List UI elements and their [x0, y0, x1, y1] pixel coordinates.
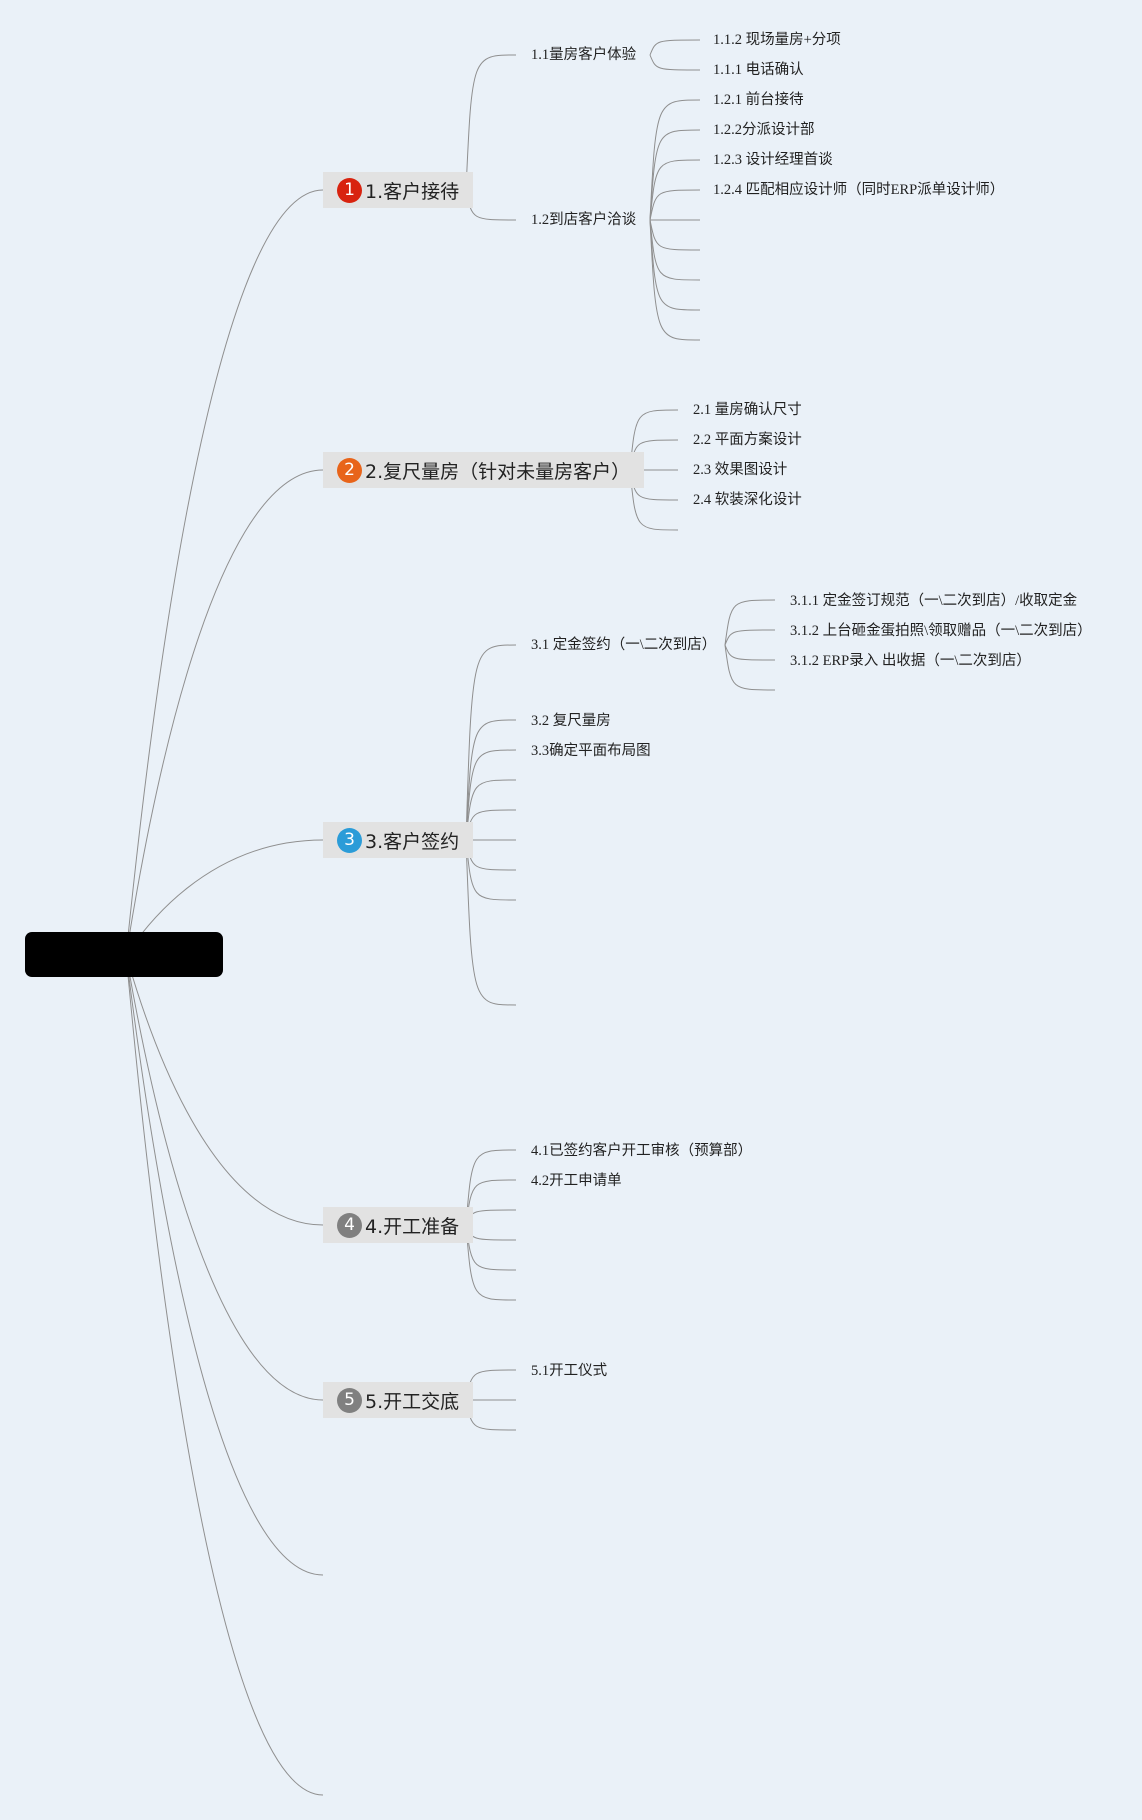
- node-1-1[interactable]: 1.1量房客户体验: [531, 47, 637, 63]
- node-3-1-1[interactable]: 3.1.1 定金签订规范（一\二次到店）/收取定金: [790, 593, 1078, 609]
- branch-connector: [649, 54, 701, 71]
- main-node-customer-reception[interactable]: 1 1.客户接待: [323, 172, 474, 208]
- node-2-4[interactable]: 2.4 软装深化设计: [693, 492, 802, 508]
- root-connector: [125, 469, 324, 956]
- node-2-3[interactable]: 2.3 效果图设计: [693, 462, 788, 478]
- main-node-label: 5.开工交底: [365, 1390, 460, 1413]
- branch-connector: [649, 219, 701, 341]
- main-node-label: 2.复尺量房（针对未量房客户）: [365, 460, 631, 483]
- node-3-1-2-erp[interactable]: 3.1.2 ERP录入 出收据（一\二次到店）: [790, 653, 1031, 669]
- node-3-2[interactable]: 3.2 复尺量房: [531, 713, 611, 729]
- node-1-1-2[interactable]: 1.1.2 现场量房+分项: [713, 32, 841, 48]
- branch-connector: [465, 1369, 517, 1401]
- node-1-2-3[interactable]: 1.2.3 设计经理首谈: [713, 152, 833, 168]
- number-badge-icon: 1: [337, 177, 362, 203]
- branch-connector: [465, 1149, 517, 1226]
- main-node-label: 4.开工准备: [365, 1215, 460, 1238]
- number-badge-icon: 3: [337, 827, 362, 853]
- branch-connector: [649, 99, 701, 221]
- branch-connector: [465, 719, 517, 841]
- main-node-label: 1.客户接待: [365, 180, 460, 203]
- root-connector: [125, 954, 324, 1401]
- branch-connector: [465, 1179, 517, 1226]
- branch-connector: [465, 1224, 517, 1271]
- branch-connector: [649, 189, 701, 221]
- main-node-contract-signing[interactable]: 3 3.客户签约: [323, 822, 474, 858]
- node-4-1[interactable]: 4.1已签约客户开工审核（预算部）: [531, 1143, 753, 1159]
- number-badge-icon: 5: [337, 1387, 362, 1413]
- branch-connector: [465, 1399, 517, 1431]
- main-node-construction-prep[interactable]: 4 4.开工准备: [323, 1207, 474, 1243]
- branch-connector: [465, 189, 517, 221]
- node-1-2[interactable]: 1.2到店客户洽谈: [531, 212, 637, 228]
- branch-connector: [465, 1224, 517, 1241]
- node-3-1[interactable]: 3.1 定金签约（一\二次到店）: [531, 637, 717, 653]
- branch-connector: [465, 1224, 517, 1301]
- root-connector: [125, 954, 324, 1576]
- branch-connector: [465, 839, 517, 871]
- number-badge-icon: 4: [337, 1212, 362, 1238]
- branch-connector: [649, 219, 701, 251]
- node-2-2[interactable]: 2.2 平面方案设计: [693, 432, 802, 448]
- main-node-construction-handover[interactable]: 5 5.开工交底: [323, 1382, 474, 1418]
- node-1-1-1[interactable]: 1.1.1 电话确认: [713, 62, 804, 78]
- node-2-1[interactable]: 2.1 量房确认尺寸: [693, 402, 802, 418]
- node-3-3[interactable]: 3.3确定平面布局图: [531, 743, 651, 759]
- branch-connector: [465, 54, 517, 191]
- branch-connector: [465, 749, 517, 841]
- branch-connector: [724, 629, 776, 646]
- number-badge-icon: 2: [337, 457, 362, 483]
- branch-connector: [649, 39, 701, 56]
- node-3-1-2-egg[interactable]: 3.1.2 上台砸金蛋拍照\领取赠品（一\二次到店）: [790, 623, 1092, 639]
- branch-connector: [465, 839, 517, 1006]
- node-5-1[interactable]: 5.1开工仪式: [531, 1363, 608, 1379]
- branch-connector: [649, 129, 701, 221]
- root-connector: [125, 954, 324, 1796]
- node-1-2-4[interactable]: 1.2.4 匹配相应设计师（同时ERP派单设计师）: [713, 182, 1005, 198]
- root-connector: [125, 189, 324, 956]
- branch-connector: [724, 599, 776, 646]
- branch-connector: [465, 644, 517, 841]
- branch-connector: [465, 1209, 517, 1226]
- main-node-remeasure[interactable]: 2 2.复尺量房（针对未量房客户）: [323, 452, 645, 488]
- branch-connector: [649, 219, 701, 281]
- node-1-2-2[interactable]: 1.2.2分派设计部: [713, 122, 815, 138]
- branch-connector: [465, 809, 517, 841]
- root-connector: [125, 954, 324, 1226]
- branch-connector: [649, 219, 701, 311]
- main-node-label: 3.客户签约: [365, 830, 460, 853]
- branch-connector: [724, 644, 776, 661]
- branch-connector: [724, 644, 776, 691]
- branch-connector: [649, 159, 701, 221]
- node-4-2[interactable]: 4.2开工申请单: [531, 1173, 622, 1189]
- root-node-redacted[interactable]: [25, 932, 223, 977]
- node-1-2-1[interactable]: 1.2.1 前台接待: [713, 92, 804, 108]
